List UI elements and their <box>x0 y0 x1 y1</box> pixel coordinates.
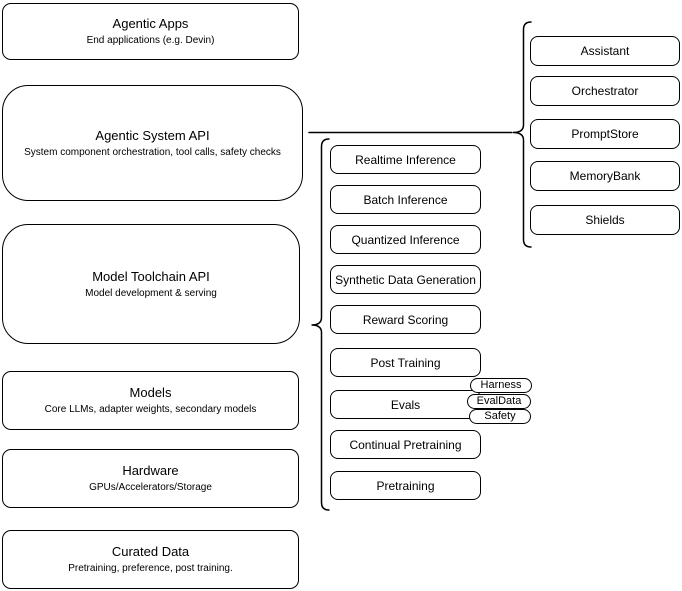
node-shields: Shields <box>530 205 680 235</box>
tag-label: Safety <box>484 410 516 422</box>
tag-evaldata: EvalData <box>467 394 531 409</box>
node-subtitle: System component orchestration, tool cal… <box>24 146 281 158</box>
node-label: Synthetic Data Generation <box>335 272 476 287</box>
node-agentic-apps: Agentic Apps End applications (e.g. Devi… <box>2 3 299 60</box>
node-subtitle: GPUs/Accelerators/Storage <box>89 482 212 493</box>
node-synthetic-data-generation: Synthetic Data Generation <box>330 265 481 294</box>
node-label: Reward Scoring <box>362 312 449 327</box>
node-label: Post Training <box>370 355 441 370</box>
node-title: Models <box>129 385 172 400</box>
node-label: Realtime Inference <box>355 152 456 167</box>
brace-toolchain <box>311 138 330 511</box>
node-label: Quantized Inference <box>351 232 460 247</box>
node-memorybank: MemoryBank <box>530 161 680 191</box>
node-orchestrator: Orchestrator <box>530 76 680 106</box>
node-agentic-system-api: Agentic System API System component orch… <box>2 85 303 201</box>
node-quantized-inference: Quantized Inference <box>330 225 481 254</box>
tag-label: EvalData <box>476 395 522 407</box>
node-reward-scoring: Reward Scoring <box>330 305 481 334</box>
tag-label: Harness <box>480 379 522 391</box>
node-models: Models Core LLMs, adapter weights, secon… <box>2 371 299 430</box>
node-model-toolchain-api: Model Toolchain API Model development & … <box>2 224 300 344</box>
node-label: Orchestrator <box>571 84 639 98</box>
tag-harness: Harness <box>470 378 532 393</box>
node-post-training: Post Training <box>330 348 481 377</box>
node-label: Evals <box>390 397 421 412</box>
node-title: Agentic System API <box>95 127 210 143</box>
node-curated-data: Curated Data Pretraining, preference, po… <box>2 530 299 589</box>
node-pretraining: Pretraining <box>330 471 481 500</box>
node-title: Hardware <box>122 463 179 478</box>
node-hardware: Hardware GPUs/Accelerators/Storage <box>2 449 299 508</box>
node-label: MemoryBank <box>569 169 641 183</box>
node-subtitle: End applications (e.g. Devin) <box>86 35 215 46</box>
node-subtitle: Pretraining, preference, post training. <box>68 563 233 574</box>
node-label: Continual Pretraining <box>349 437 462 452</box>
node-continual-pretraining: Continual Pretraining <box>330 430 481 459</box>
node-label: Assistant <box>580 44 630 58</box>
node-label: Batch Inference <box>363 192 448 207</box>
node-title: Curated Data <box>111 544 190 559</box>
node-title: Model Toolchain API <box>92 268 210 284</box>
node-label: Pretraining <box>376 478 435 493</box>
node-batch-inference: Batch Inference <box>330 185 481 214</box>
brace-system-components <box>512 21 532 248</box>
node-label: PromptStore <box>571 127 639 141</box>
tag-safety: Safety <box>469 409 531 424</box>
node-subtitle: Model development & serving <box>85 287 217 299</box>
node-title: Agentic Apps <box>112 16 189 31</box>
node-promptstore: PromptStore <box>530 119 680 149</box>
node-realtime-inference: Realtime Inference <box>330 145 481 174</box>
node-label: Shields <box>585 213 625 227</box>
node-assistant: Assistant <box>530 36 680 66</box>
node-evals: Evals <box>330 390 481 419</box>
node-subtitle: Core LLMs, adapter weights, secondary mo… <box>44 404 257 415</box>
